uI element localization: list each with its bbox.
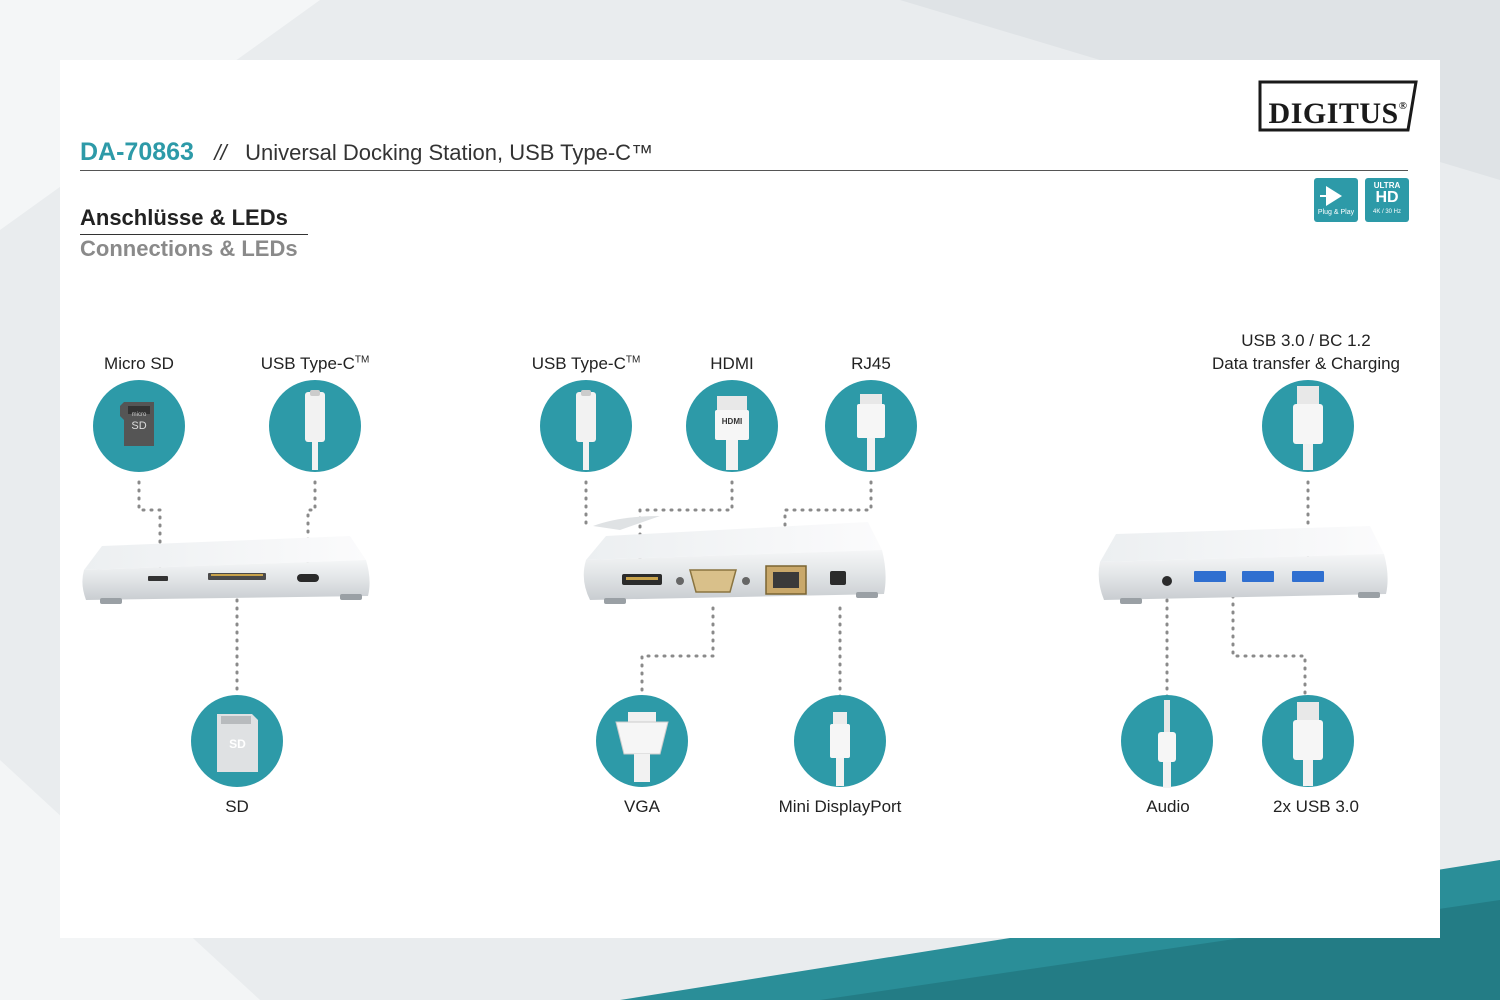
- section-title-en: Connections & LEDs: [80, 236, 298, 261]
- label-usb-bc-line1: USB 3.0 / BC 1.2: [1241, 331, 1371, 350]
- label-hdmi: HDMI: [710, 354, 754, 373]
- hdmi-icon-text: HDMI: [721, 417, 743, 426]
- port-icon-circles: [93, 380, 1354, 788]
- dock-side-left: [82, 536, 370, 604]
- label-vga: VGA: [624, 797, 660, 816]
- hdmi-plug-icon: [715, 410, 749, 440]
- rj45-plug-icon: [857, 404, 885, 438]
- label-mini-displayport: Mini DisplayPort: [778, 797, 902, 816]
- dock-side-middle: [583, 516, 886, 604]
- usb-a-plug-icon-2: [1293, 720, 1323, 760]
- label-rj45: RJ45: [851, 354, 891, 373]
- usb-a-plug-icon: [1293, 404, 1323, 444]
- title-separator: //: [214, 140, 227, 165]
- sd-card-icon: [217, 714, 258, 772]
- vga-plug-icon: [615, 721, 669, 755]
- section-title-underline: [80, 234, 308, 235]
- audio-jack-icon: [1164, 700, 1170, 734]
- title-divider: [80, 170, 1408, 171]
- product-name: Universal Docking Station, USB Type-C™: [245, 140, 654, 165]
- usb-c-plug-icon: [305, 392, 325, 442]
- label-2x-usb: 2x USB 3.0: [1273, 797, 1359, 816]
- sd-icon-text: SD: [229, 737, 246, 751]
- label-audio: Audio: [1146, 797, 1190, 816]
- page-title: DA-70863 // Universal Docking Station, U…: [80, 138, 653, 172]
- label-sd: SD: [225, 797, 249, 816]
- micro-sd-icon-small: micro: [131, 412, 147, 418]
- usb-port-2: [1242, 571, 1274, 582]
- usb-c-port-left: [297, 574, 319, 582]
- mini-dp-port: [830, 571, 846, 585]
- connections-diagram: [82, 380, 1388, 788]
- mini-dp-plug-icon: [830, 724, 850, 758]
- micro-sd-slot: [148, 576, 168, 581]
- label-usb-c-left: USB Type-CTM: [260, 354, 370, 373]
- audio-port: [1162, 576, 1172, 586]
- ultra-hd-badge: ULTRA HD 4K / 30 Hz: [1365, 178, 1409, 222]
- label-micro-sd: Micro SD: [104, 354, 174, 373]
- digitus-logo: DIGITUS®: [1258, 80, 1418, 132]
- dock-side-right: [1098, 526, 1388, 604]
- usb-port-1: [1194, 571, 1226, 582]
- label-usb-c-middle: USB Type-CTM: [531, 354, 641, 373]
- micro-sd-icon-text: SD: [131, 420, 147, 432]
- content-card: DIGITUS® DA-70863 // Universal Docking S…: [60, 60, 1440, 938]
- vga-port: [689, 569, 737, 593]
- usb-port-3: [1292, 571, 1324, 582]
- label-usb-bc-line2: Data transfer & Charging: [1211, 354, 1401, 373]
- section-title-de: Anschlüsse & LEDs: [80, 205, 288, 230]
- model-number: DA-70863: [80, 138, 194, 166]
- plug-and-play-badge: Plug & Play: [1314, 178, 1358, 222]
